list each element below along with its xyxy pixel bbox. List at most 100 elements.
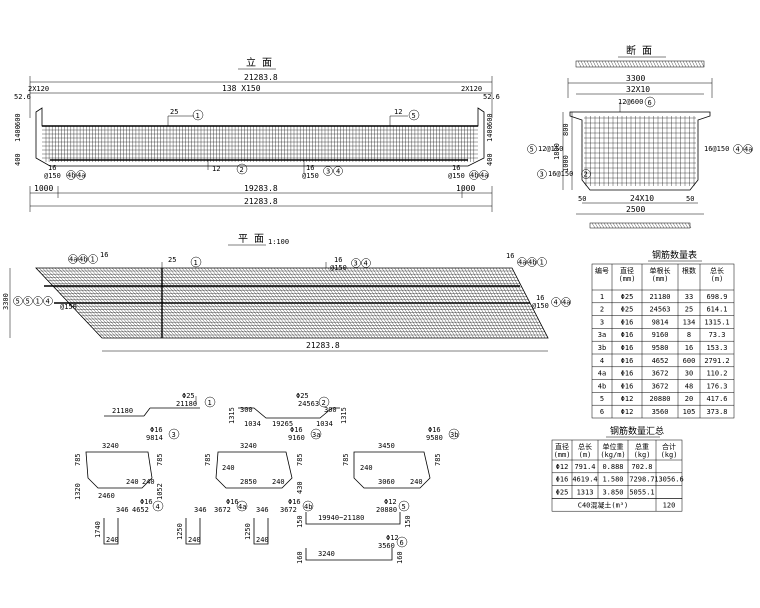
hatch-line [685, 60, 690, 68]
bar-dim: 240 [410, 478, 423, 486]
hatch-line [687, 222, 692, 229]
callout: @150 [302, 172, 319, 180]
hatch-line [633, 222, 638, 229]
table-cell: 1 [600, 293, 604, 301]
dim-label: 32X10 [626, 85, 650, 94]
hatch-line [621, 222, 626, 229]
callout: 16 [536, 294, 544, 302]
callout: 12 [212, 165, 220, 173]
bar-dia: Φ16 [226, 498, 239, 506]
bar-dim: 785 [156, 453, 164, 466]
rebar-mark-circle [152, 500, 164, 512]
bar-mark: 3b [450, 431, 458, 439]
hatch-line [637, 60, 642, 68]
bar-detail-4a: 346 Φ16 3672 4a 1250 240 [176, 498, 248, 545]
hatch-line [654, 222, 659, 229]
rebar-summary-table: 钢筋数量汇总 直径(mm)总长(m)单位重(kg/m)总重(kg)合计(kg)Φ… [551, 425, 684, 512]
bar-dim: 785 [74, 453, 82, 466]
rebar-mark-circle [561, 297, 571, 307]
hatch-line [663, 222, 668, 229]
table-cell: 20 [685, 395, 693, 403]
rebar-mark-circle [318, 396, 330, 408]
callout: 16 [452, 164, 460, 172]
hatch-line [639, 222, 644, 229]
hatch-line [684, 222, 689, 229]
bar-dim: 150 [296, 515, 304, 528]
callout: 12@600 [618, 98, 643, 106]
dim-label: 400 [486, 153, 494, 166]
bar-dim: 346 [194, 506, 207, 514]
dim-label: 50 [686, 195, 694, 203]
plan-view: 平 面 1:100 3300 21283.8 4a 4b 1 16 25 1 1… [2, 234, 571, 352]
hatch-line [688, 60, 693, 68]
hatch-line [666, 222, 671, 229]
dim-label: 1400 [486, 125, 494, 142]
bar-detail-6: Φ12 3560 6 3240 160 160 [296, 534, 408, 564]
elevation-rebar-grid [42, 126, 478, 162]
table-cell: 24563 [649, 306, 670, 314]
hatch-line [630, 222, 635, 229]
table-cell: 9580 [652, 344, 669, 352]
rebar-mark-circle [351, 258, 361, 268]
callout: 4a [518, 259, 526, 267]
rebar-mark-circle [581, 169, 591, 179]
callout: @150 [44, 172, 61, 180]
bar-dim: 346 [116, 506, 129, 514]
bar-dia: Φ16 [290, 426, 303, 434]
hatch-line [615, 222, 620, 229]
table-header: (mm) [619, 275, 636, 283]
callout: 2 [584, 171, 588, 179]
table-cell: Φ12 [621, 395, 634, 403]
bar-detail-2: Φ25 24563 2 300 300 1315 1315 1034 1034 … [228, 392, 348, 428]
bar-shape-details: 21180 Φ25 21180 1 Φ25 24563 2 300 300 13… [74, 392, 460, 564]
beam-outline [35, 107, 485, 167]
dim-label: 3300 [626, 74, 645, 83]
section-rebar-grid [584, 116, 696, 186]
callout: 16 [100, 251, 108, 259]
bar-mark: 4a [238, 503, 246, 511]
rebar-mark-circle [537, 169, 547, 179]
bar-detail-1: 21180 Φ25 21180 1 [104, 392, 216, 417]
callout: @150 [60, 303, 77, 311]
dim-label: 800 [562, 123, 570, 136]
hatch-line [577, 60, 582, 68]
table-cell: 153.3 [706, 344, 727, 352]
bar-mark: 6 [400, 539, 404, 547]
hatch-line [609, 222, 614, 229]
table-cell: 702.8 [631, 463, 652, 471]
bar-shape [305, 548, 393, 561]
callout: @150 [330, 264, 347, 272]
bar-mark: 4b [304, 503, 312, 511]
table-cell: 373.8 [706, 408, 727, 416]
bar-mark: 5 [402, 503, 406, 511]
dim-label: 21283.8 [244, 73, 278, 82]
table-cell: 25 [685, 306, 693, 314]
callout: 1 [36, 298, 40, 306]
bar-dim: 3060 [378, 478, 395, 486]
dim-label: 600 [14, 113, 22, 126]
callout: 12 [394, 108, 402, 116]
callout: 16@150 [704, 145, 729, 153]
dim-label: 52.6 [14, 93, 31, 101]
rebar-mark-circle [398, 500, 410, 512]
table-cell: Φ16 [621, 382, 634, 390]
callout: 5 [412, 112, 416, 120]
table-header: (m) [711, 275, 724, 283]
dim-label: 24X10 [630, 194, 654, 203]
dim-label: 3300 [2, 293, 10, 310]
rebar-mark-circle [88, 254, 98, 264]
table-cell: 105 [683, 408, 696, 416]
concrete-value: 120 [663, 501, 676, 509]
hatch-line [670, 60, 675, 68]
table-header: 编号 [595, 266, 609, 275]
callout: 1 [194, 259, 198, 267]
table-cell: Φ16 [621, 344, 634, 352]
bar-dim: 1250 [176, 523, 184, 540]
table-cell: 4619.4 [572, 476, 597, 484]
table-cell: 4a [598, 370, 606, 378]
bar-len: 3672 [280, 506, 297, 514]
hatch-line [664, 60, 669, 68]
hatch-line [586, 60, 591, 68]
bar-dim: 785 [342, 453, 350, 466]
